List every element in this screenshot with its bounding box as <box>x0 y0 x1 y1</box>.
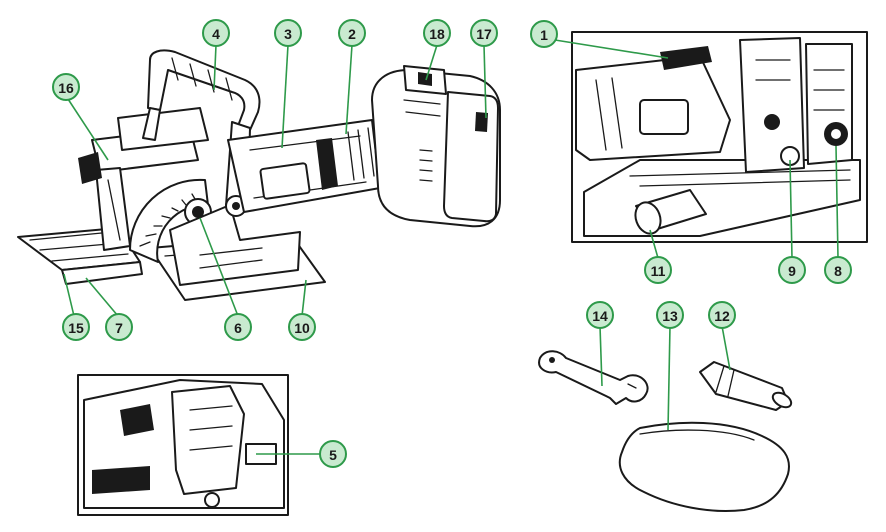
callout-17: 17 <box>470 19 498 47</box>
callout-circle <box>656 301 684 329</box>
callout-circle <box>586 301 614 329</box>
callout-label: 18 <box>429 26 445 42</box>
callout-label: 13 <box>662 308 678 324</box>
callout-label: 12 <box>714 308 730 324</box>
leader-lines <box>63 39 839 455</box>
callout-12: 12 <box>708 301 736 329</box>
callout-label: 7 <box>115 320 123 336</box>
callout-label: 9 <box>788 263 796 279</box>
callout-label: 11 <box>651 263 666 279</box>
callout-3: 3 <box>274 19 302 47</box>
callout-circle <box>470 19 498 47</box>
callout-5: 5 <box>319 440 347 468</box>
callout-10: 10 <box>288 313 316 341</box>
detail-inset-bottom <box>77 374 289 516</box>
callout-label: 3 <box>284 26 292 42</box>
callout-7: 7 <box>105 313 133 341</box>
callout-label: 10 <box>294 320 310 336</box>
callout-circle <box>338 19 366 47</box>
callout-label: 5 <box>329 447 337 463</box>
callout-circle <box>52 73 80 101</box>
callout-6: 6 <box>224 313 252 341</box>
callout-circle <box>319 440 347 468</box>
callout-label: 8 <box>834 263 842 279</box>
callout-label: 2 <box>348 26 356 42</box>
detail-inset-top <box>571 31 868 243</box>
callout-2: 2 <box>338 19 366 47</box>
callout-4: 4 <box>202 19 230 47</box>
callout-circle <box>824 256 852 284</box>
callout-label: 1 <box>540 27 548 43</box>
callout-8: 8 <box>824 256 852 284</box>
callout-14: 14 <box>586 301 614 329</box>
callout-9: 9 <box>778 256 806 284</box>
callout-label: 14 <box>592 308 608 324</box>
callout-circle <box>778 256 806 284</box>
callout-label: 17 <box>476 26 492 42</box>
callout-15: 15 <box>62 313 90 341</box>
callout-18: 18 <box>423 19 451 47</box>
callout-circle <box>644 256 672 284</box>
callout-13: 13 <box>656 301 684 329</box>
spare-brush-tube-illustration <box>699 361 793 411</box>
callout-circle <box>105 313 133 341</box>
callout-circle <box>423 19 451 47</box>
callout-circle <box>274 19 302 47</box>
callout-11: 11 <box>644 256 672 284</box>
dust-bag-illustration <box>618 421 790 513</box>
callouts: 4 3 2 18 17 16 15 7 <box>52 19 852 468</box>
callout-label: 6 <box>234 320 242 336</box>
wrench-illustration <box>538 350 649 405</box>
callout-circle <box>708 301 736 329</box>
biscuit-joiner-illustration <box>17 49 501 301</box>
callout-circle <box>288 313 316 341</box>
callout-label: 15 <box>68 320 84 336</box>
callout-circle <box>224 313 252 341</box>
callout-circle <box>62 313 90 341</box>
callout-circle <box>202 19 230 47</box>
callout-16: 16 <box>52 73 80 101</box>
callout-label: 16 <box>58 80 74 96</box>
callout-circle <box>530 20 558 48</box>
callout-1: 1 <box>530 20 558 48</box>
callout-label: 4 <box>212 26 220 42</box>
